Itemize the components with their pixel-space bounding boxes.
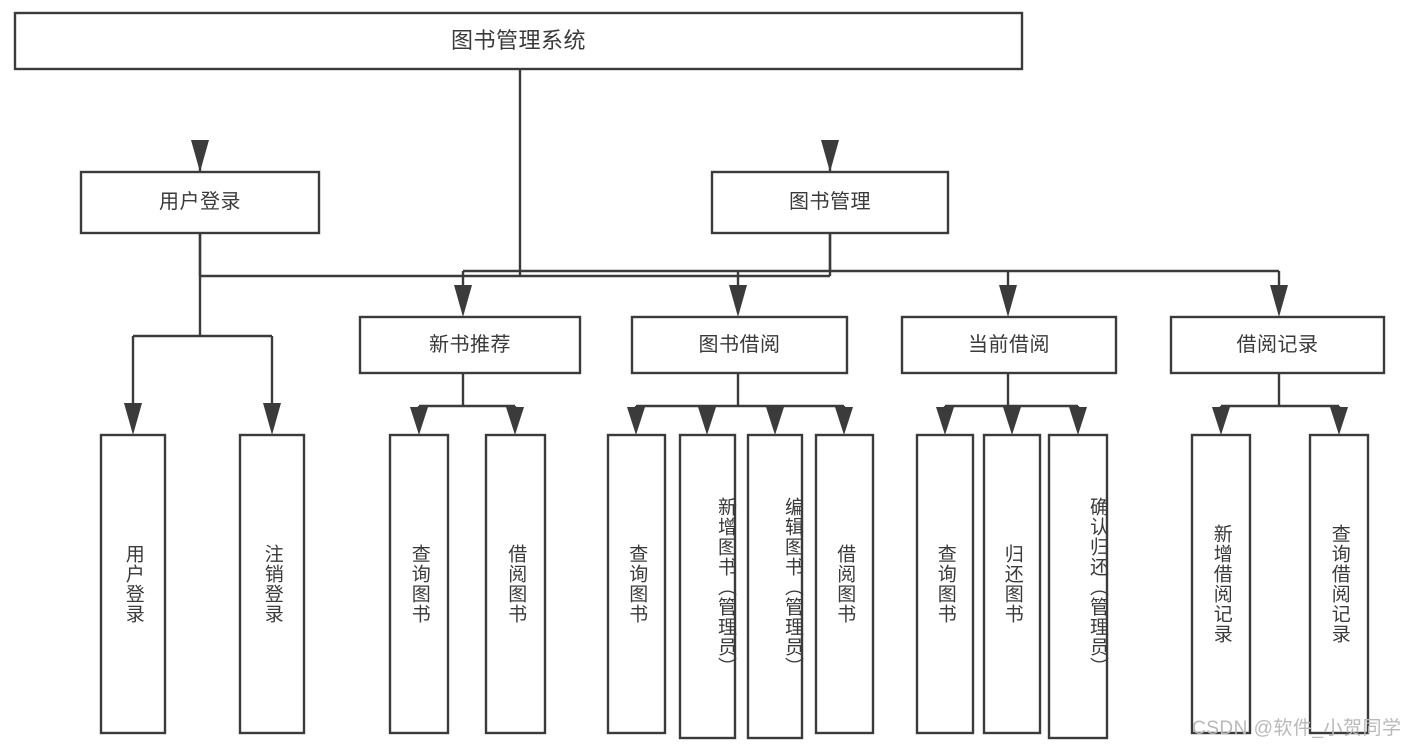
arrow-head-icon bbox=[124, 403, 142, 435]
arrow-head-icon bbox=[1270, 285, 1288, 317]
leaf-box-edit-book-admin[interactable] bbox=[746, 433, 804, 740]
leaf-box-query-book-b[interactable] bbox=[606, 433, 667, 735]
leaf-box-borrow-book-a[interactable] bbox=[484, 433, 547, 735]
arrow-head-icon bbox=[191, 140, 209, 172]
arrow-head-icon bbox=[1330, 407, 1348, 435]
arrow-head-icon bbox=[936, 407, 954, 435]
arrow-head-icon bbox=[1069, 407, 1087, 435]
node-box-user-login[interactable] bbox=[79, 170, 321, 235]
leaf-box-logout[interactable] bbox=[238, 433, 306, 735]
leaf-box-add-book-admin[interactable] bbox=[678, 433, 737, 740]
connector-borrow-to-leaves bbox=[627, 373, 853, 435]
arrow-head-icon bbox=[1212, 407, 1230, 435]
connector-userlogin-to-leaves bbox=[124, 233, 281, 435]
node-box-current-borrow[interactable] bbox=[900, 315, 1118, 375]
leaf-box-query-book-a[interactable] bbox=[388, 433, 450, 735]
connector-newbook-to-leaves bbox=[410, 373, 524, 435]
arrow-head-icon bbox=[627, 407, 645, 435]
leaf-box-confirm-return-admin[interactable] bbox=[1047, 433, 1109, 740]
node-box-borrow-record[interactable] bbox=[1169, 315, 1386, 375]
connector-record-to-leaves bbox=[1212, 373, 1348, 435]
leaf-box-query-borrow-record[interactable] bbox=[1308, 433, 1370, 735]
leaf-box-query-book-c[interactable] bbox=[915, 433, 975, 735]
arrow-head-icon bbox=[410, 407, 428, 435]
arrow-head-icon bbox=[766, 407, 784, 435]
leaf-box-borrow-book-b[interactable] bbox=[814, 433, 875, 735]
arrow-head-icon bbox=[729, 285, 747, 317]
arrow-head-icon bbox=[999, 285, 1017, 317]
arrow-head-icon bbox=[821, 140, 839, 172]
leaf-box-return-book[interactable] bbox=[982, 433, 1042, 735]
node-box-root[interactable] bbox=[13, 11, 1024, 71]
connector-bookmgmt-to-level2 bbox=[454, 233, 1288, 317]
arrow-head-icon bbox=[698, 407, 716, 435]
node-box-book-management[interactable] bbox=[710, 170, 950, 235]
leaf-box-user-login[interactable] bbox=[99, 433, 167, 735]
arrow-head-icon bbox=[1003, 407, 1021, 435]
connector-current-to-leaves bbox=[936, 373, 1087, 435]
node-box-new-book-recommend[interactable] bbox=[358, 315, 582, 375]
leaf-box-add-borrow-record[interactable] bbox=[1190, 433, 1252, 735]
arrow-head-icon bbox=[454, 285, 472, 317]
arrow-head-icon bbox=[506, 407, 524, 435]
node-box-book-borrow[interactable] bbox=[630, 315, 849, 375]
arrow-head-icon bbox=[263, 403, 281, 435]
arrow-head-icon bbox=[835, 407, 853, 435]
